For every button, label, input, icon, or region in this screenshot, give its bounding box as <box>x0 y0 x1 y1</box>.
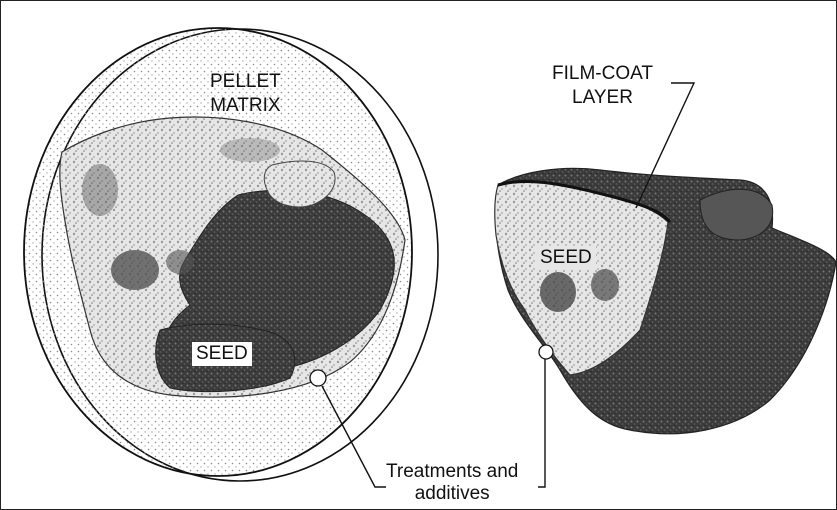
film-coat-label-line1: FILM-COAT <box>552 62 653 86</box>
additive-particle-marker <box>310 370 326 386</box>
film-coat-layer-label: FILM-COAT LAYER <box>552 62 653 110</box>
pellet-matrix-label-line2: MATRIX <box>210 94 281 118</box>
seed-label-right: SEED <box>536 246 596 270</box>
treatments-label-line1: Treatments and <box>386 461 518 483</box>
film-coated-seed-illustration <box>495 168 836 433</box>
additive-particle-marker-right <box>539 345 553 359</box>
pellet-matrix-label-line1: PELLET <box>210 70 281 94</box>
pellet-matrix-label: PELLET MATRIX <box>210 70 281 118</box>
treatments-label-line2: additives <box>386 483 518 505</box>
film-coat-label-line2: LAYER <box>552 86 653 110</box>
treatments-additives-label: Treatments and additives <box>386 461 518 505</box>
seed-label-left: SEED <box>192 342 252 366</box>
treatments-leader-right <box>538 359 545 487</box>
